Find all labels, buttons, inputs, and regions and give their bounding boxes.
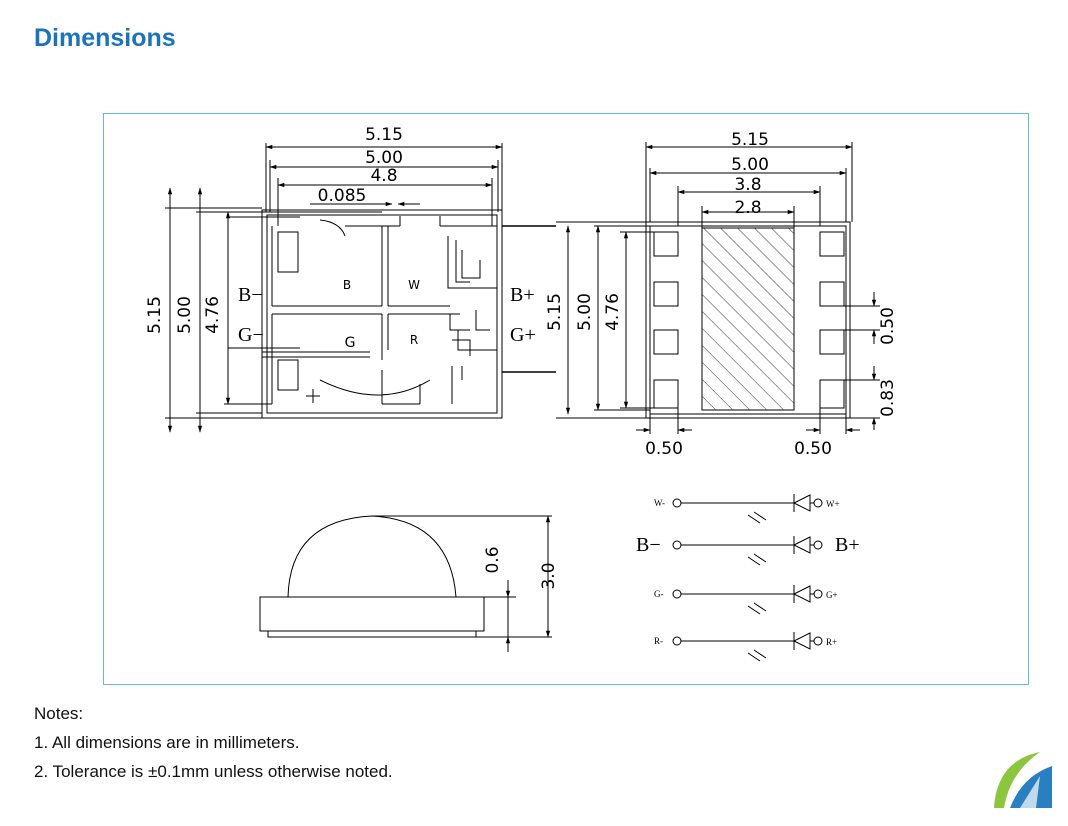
diode-icon [792, 494, 811, 512]
circuit-label-left: R- [654, 636, 663, 646]
page-title: Dimensions [34, 24, 176, 52]
dim-top-height-500: 5.00 [175, 296, 195, 334]
light-emission-arrow-icon [747, 605, 761, 615]
circuit-label-right: B+ [835, 534, 860, 556]
circuit-terminal-left [672, 589, 682, 599]
note-item-1: 1. All dimensions are in millimeters. [34, 733, 300, 752]
light-emission-arrow-icon [747, 556, 761, 566]
company-logo [994, 752, 1052, 808]
dim-bottom-width-28: 2.8 [734, 198, 761, 218]
dim-bottom-pad-gap-050: 0.50 [878, 307, 898, 345]
circuit-label-left: W- [654, 498, 665, 508]
dim-bottom-left-050: 0.50 [645, 439, 683, 459]
dim-bottom-height-476: 4.76 [603, 293, 623, 331]
circuit-terminal-right [813, 498, 823, 508]
dimension-drawing: 5.15 5.00 4.8 0.085 5.15 5.00 4.76 B W G… [145, 125, 898, 662]
dim-top-width-48: 4.8 [370, 166, 397, 186]
note-item-2: 2. Tolerance is ±0.1mm unless otherwise … [34, 762, 393, 781]
bottom-view [556, 142, 880, 434]
dim-bottom-width-515: 5.15 [731, 130, 769, 150]
diode-icon [792, 536, 811, 554]
drawing-frame [103, 113, 1029, 685]
notes-heading: Notes: [34, 704, 84, 723]
diode-icon [792, 632, 811, 650]
circuit-terminal-left [672, 636, 682, 646]
top-view [165, 143, 556, 433]
circuit-terminal-right [813, 540, 823, 550]
dim-bottom-height-500: 5.00 [575, 293, 595, 331]
dim-bottom-width-38: 3.8 [734, 175, 761, 195]
pin-label-b-plus: B+ [510, 284, 535, 306]
dim-bottom-width-500: 5.00 [731, 155, 769, 175]
circuit-terminal-left [672, 498, 682, 508]
circuit-terminal-right [813, 589, 823, 599]
dim-bottom-height-515: 5.15 [545, 293, 565, 331]
circuit-label-right: W+ [826, 499, 840, 509]
dim-bottom-pad-083: 0.83 [878, 379, 898, 417]
light-emission-arrow-icon [753, 602, 767, 612]
dim-top-width-500: 5.00 [365, 148, 403, 168]
pin-label-g-minus: G− [238, 324, 264, 346]
light-emission-arrow-icon [753, 649, 767, 659]
diode-icon [792, 585, 811, 603]
light-emission-arrow-icon [753, 511, 767, 521]
dim-top-gap-0085: 0.085 [318, 186, 367, 206]
dim-side-06: 0.6 [483, 546, 503, 573]
dim-side-30: 3.0 [539, 562, 559, 589]
pin-label-g-plus: G+ [510, 324, 536, 346]
led-circuit-schematic [672, 494, 823, 662]
dim-top-height-515: 5.15 [145, 296, 165, 334]
circuit-label-right: R+ [826, 637, 837, 647]
circuit-label-right: G+ [826, 590, 838, 600]
circuit-label-left: B− [636, 534, 661, 556]
light-emission-arrow-icon [753, 553, 767, 563]
circuit-terminal-left [672, 540, 682, 550]
dim-top-height-476: 4.76 [203, 296, 223, 334]
dim-top-width-515: 5.15 [365, 125, 403, 145]
dim-bottom-right-050: 0.50 [794, 439, 832, 459]
notes-section: Notes: 1. All dimensions are in millimet… [34, 704, 393, 791]
side-view [259, 515, 552, 652]
pad-label-w: W [408, 278, 420, 292]
light-emission-arrow-icon [747, 514, 761, 524]
circuit-terminal-right [813, 636, 823, 646]
pad-label-g: G [345, 335, 356, 351]
light-emission-arrow-icon [747, 652, 761, 662]
circuit-label-left: G- [654, 589, 664, 599]
pin-label-b-minus: B− [238, 284, 263, 306]
pad-label-b: B [343, 278, 351, 292]
pad-label-r: R [410, 333, 418, 347]
